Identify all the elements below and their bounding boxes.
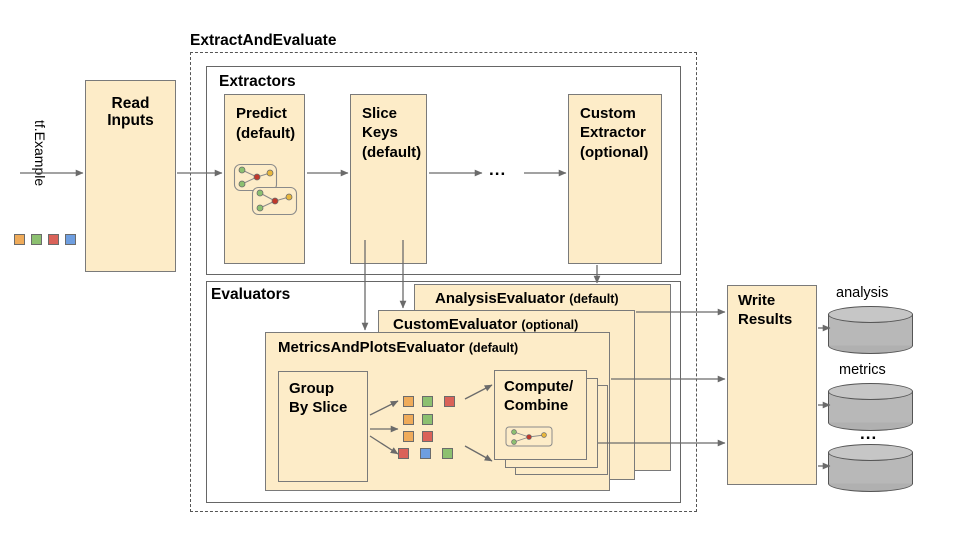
- compute-combine-line1: Compute/: [504, 378, 574, 395]
- group-by-slice-line2: By Slice: [289, 399, 348, 416]
- chip-blue: [65, 234, 76, 245]
- chip-blue: [420, 448, 431, 459]
- output-label-metrics: metrics: [839, 362, 886, 378]
- node-slice-keys[interactable]: Slice Keys (default): [350, 94, 427, 264]
- group-label-extract-and-evaluate: ExtractAndEvaluate: [190, 32, 337, 49]
- input-label-tf-example: tf.Example: [32, 120, 48, 187]
- chip-green: [31, 234, 42, 245]
- group-extract-and-evaluate: [190, 52, 697, 512]
- metrics-plots-evaluator-title: MetricsAndPlotsEvaluator (default): [278, 339, 519, 356]
- custom-extractor-line2: Extractor: [580, 124, 646, 141]
- chip-orange: [403, 414, 414, 425]
- cylinder-top: [828, 383, 913, 400]
- plot-graph-icon: [505, 426, 553, 447]
- chip-red: [398, 448, 409, 459]
- output-label-ellipsis: ...: [860, 424, 878, 443]
- evaluators-label: Evaluators: [211, 286, 291, 303]
- predict-title: Predict: [236, 105, 287, 122]
- chip-orange: [403, 396, 414, 407]
- output-label-analysis: analysis: [836, 285, 889, 301]
- write-results-line1: Write: [738, 292, 776, 309]
- extractors-ellipsis: ...: [489, 160, 507, 179]
- node-compute-combine[interactable]: Compute/ Combine: [494, 370, 587, 460]
- node-group-by-slice[interactable]: Group By Slice: [278, 371, 368, 482]
- chip-green: [422, 396, 433, 407]
- slice-keys-line2: Keys: [362, 124, 398, 141]
- datastore-metrics[interactable]: [828, 383, 913, 431]
- chip-red: [444, 396, 455, 407]
- analysis-evaluator-title: AnalysisEvaluator (default): [435, 290, 619, 307]
- node-custom-extractor[interactable]: Custom Extractor (optional): [568, 94, 662, 264]
- datastore-other[interactable]: [828, 444, 913, 492]
- custom-extractor-qualifier: (optional): [580, 144, 649, 161]
- compute-combine-line2: Combine: [504, 397, 569, 414]
- read-inputs-line1: Read: [111, 95, 150, 112]
- custom-evaluator-title: CustomEvaluator (optional): [393, 316, 579, 333]
- custom-extractor-line1: Custom: [580, 105, 636, 122]
- chip-green: [442, 448, 453, 459]
- chip-red: [422, 431, 433, 442]
- input-chip-group: [14, 234, 84, 248]
- chip-green: [422, 414, 433, 425]
- node-read-inputs[interactable]: Read Inputs: [85, 80, 176, 272]
- cylinder-top: [828, 444, 913, 461]
- node-predict[interactable]: Predict (default): [224, 94, 305, 264]
- cylinder-top: [828, 306, 913, 323]
- model-graph-icon: [233, 163, 298, 216]
- chip-orange: [14, 234, 25, 245]
- write-results-line2: Results: [738, 311, 793, 328]
- datastore-analysis[interactable]: [828, 306, 913, 354]
- read-inputs-line2: Inputs: [107, 112, 154, 130]
- group-by-slice-line1: Group: [289, 380, 334, 397]
- predict-qualifier: (default): [236, 125, 296, 142]
- chip-orange: [403, 431, 414, 442]
- extractors-label: Extractors: [219, 73, 296, 90]
- chip-red: [48, 234, 59, 245]
- slice-keys-qualifier: (default): [362, 144, 422, 161]
- node-write-results[interactable]: Write Results: [727, 285, 817, 485]
- slice-chip-matrix: [398, 396, 463, 459]
- slice-keys-line1: Slice: [362, 105, 398, 122]
